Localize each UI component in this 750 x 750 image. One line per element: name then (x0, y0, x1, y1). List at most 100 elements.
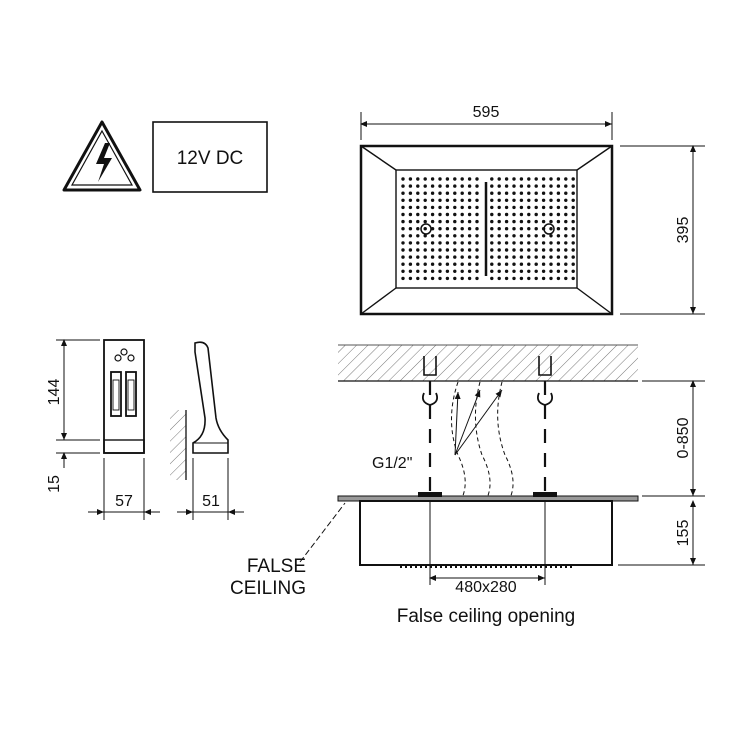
nozzle (460, 241, 464, 245)
nozzle (460, 191, 464, 195)
nozzle (490, 255, 494, 259)
nozzle (527, 212, 531, 217)
nozzle (549, 177, 553, 181)
nozzle (556, 248, 561, 252)
nozzle (416, 205, 420, 210)
nozzle (519, 248, 524, 252)
nozzle (571, 234, 575, 238)
top-view: 595 395 (359, 104, 705, 316)
nozzle (541, 219, 546, 224)
nozzle (416, 184, 420, 188)
nozzle (564, 205, 568, 210)
nozzle (512, 269, 516, 273)
nozzle (475, 177, 479, 181)
nozzle (504, 191, 509, 195)
nozzle (408, 177, 413, 181)
nozzle (519, 177, 524, 181)
nozzle (445, 255, 450, 259)
nozzle (460, 212, 464, 217)
nozzle (408, 241, 413, 245)
nozzle (453, 241, 457, 245)
nozzle (430, 248, 435, 252)
nozzle (408, 234, 413, 238)
nozzle (438, 177, 442, 181)
nozzle (408, 191, 413, 195)
nozzle (504, 255, 509, 259)
nozzle (445, 241, 450, 245)
nozzle (549, 205, 553, 210)
nozzle (512, 227, 516, 231)
nozzle (438, 269, 442, 273)
nozzle (556, 255, 561, 259)
nozzle (430, 234, 435, 238)
nozzle (445, 219, 450, 224)
nozzle (460, 276, 464, 281)
nozzle (401, 234, 405, 238)
nozzle (534, 255, 538, 259)
nozzle (504, 262, 509, 266)
nozzle (430, 212, 435, 217)
nozzle (438, 227, 442, 231)
nozzle (445, 248, 450, 252)
nozzle (556, 177, 561, 181)
nozzle (541, 212, 546, 217)
nozzle (549, 255, 553, 259)
nozzle (445, 227, 450, 231)
nozzle (534, 184, 538, 188)
nozzle (564, 212, 568, 217)
nozzle (408, 248, 413, 252)
nozzle (549, 212, 553, 217)
nozzle (408, 198, 413, 202)
nozzle (408, 212, 413, 217)
nozzle (527, 262, 531, 266)
nozzle (512, 212, 516, 217)
nozzle (445, 205, 450, 210)
nozzle (401, 177, 405, 181)
nozzle (453, 248, 457, 252)
nozzle (549, 219, 553, 224)
nozzle (527, 219, 531, 224)
nozzle (512, 198, 516, 202)
nozzle (467, 234, 472, 238)
nozzle (504, 269, 509, 273)
nozzle (534, 276, 538, 281)
nozzle (416, 227, 420, 231)
nozzle (460, 262, 464, 266)
nozzle (512, 177, 516, 181)
nozzle (438, 262, 442, 266)
nozzle (467, 269, 472, 273)
nozzle (504, 198, 509, 202)
nozzle (541, 234, 546, 238)
nozzle (416, 191, 420, 195)
thread-label: G1/2" (372, 455, 412, 472)
nozzle (416, 212, 420, 217)
nozzle (549, 248, 553, 252)
nozzle (423, 212, 427, 217)
nozzle (423, 241, 427, 245)
nozzle (423, 177, 427, 181)
nozzle (467, 241, 472, 245)
nozzle (423, 248, 427, 252)
nozzle (453, 219, 457, 224)
nozzle (556, 184, 561, 188)
nozzle (564, 276, 568, 281)
nozzle (453, 255, 457, 259)
nozzle (438, 212, 442, 217)
nozzle (534, 241, 538, 245)
nozzle (475, 198, 479, 202)
nozzle (438, 191, 442, 195)
nozzle (445, 269, 450, 273)
nozzle (453, 269, 457, 273)
nozzle (497, 191, 501, 195)
opening-caption: False ceiling opening (397, 606, 576, 627)
nozzle (453, 198, 457, 202)
nozzle (549, 241, 553, 245)
nozzle (512, 241, 516, 245)
nozzle (416, 198, 420, 202)
false-ceiling-label-line1: FALSE (247, 556, 306, 577)
nozzle (408, 269, 413, 273)
nozzle (519, 227, 524, 231)
nozzle (460, 248, 464, 252)
nozzle (527, 234, 531, 238)
nozzle (497, 212, 501, 217)
